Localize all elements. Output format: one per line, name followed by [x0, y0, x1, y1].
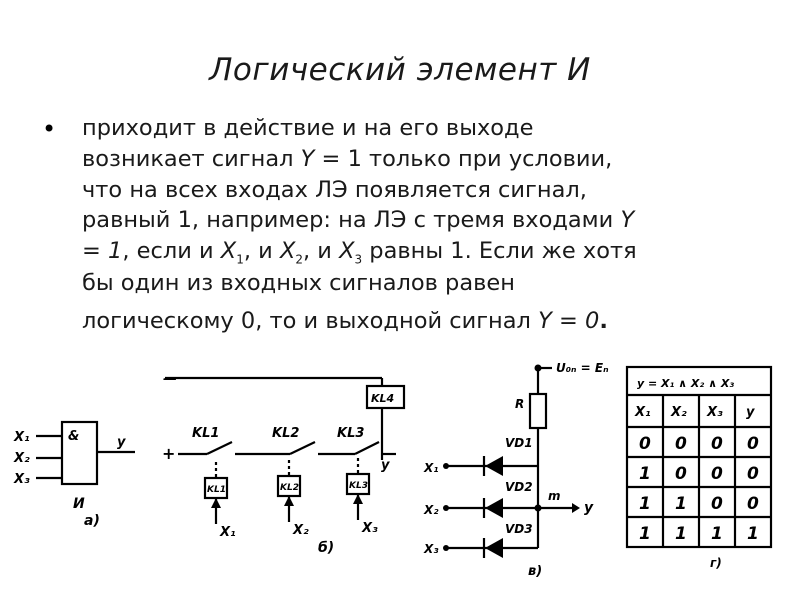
- paragraph-line-4: равный 1, например: на ЛЭ с тремя входам…: [82, 205, 782, 236]
- sub-2: 2: [295, 252, 303, 267]
- diode-label-vd2: VD2: [505, 480, 533, 494]
- paragraph-line-2: возникает сигнал Y = 1 только при услови…: [82, 144, 782, 175]
- table-cell: 0: [675, 464, 687, 484]
- diode-input-x1: X₁: [423, 461, 439, 475]
- th-x3: X₃: [706, 405, 723, 420]
- input-terminal-x3: [443, 545, 449, 551]
- caption-d: г): [710, 556, 722, 570]
- sub-1: 1: [236, 252, 244, 267]
- caption-c: в): [528, 564, 542, 579]
- var-y: Y: [620, 207, 635, 234]
- table-cell: 0: [711, 494, 723, 514]
- input-arrow-x3: [353, 494, 363, 504]
- resistor-r: [528, 392, 548, 430]
- caption-b: б): [318, 540, 334, 556]
- node-m: [534, 504, 542, 512]
- th-x1: X₁: [634, 405, 651, 420]
- relay-input-x1: X₁: [219, 525, 236, 540]
- var-x: X: [220, 238, 237, 265]
- diode-input-x3: X₃: [423, 542, 439, 556]
- slide-paragraph: приходит в действие и на его выходе возн…: [82, 113, 782, 337]
- paragraph-line-7: логическому 0, то и выходной сигнал Y = …: [82, 306, 782, 337]
- table-cell: 1: [675, 524, 687, 544]
- relay-input-x3: X₃: [361, 521, 378, 536]
- table-cell: 0: [711, 464, 723, 484]
- text-fragment: , и: [303, 238, 340, 265]
- table-cell: 0: [639, 434, 651, 454]
- table-cell: 0: [747, 494, 759, 514]
- diode-output-y: y: [584, 500, 594, 516]
- caption-a: а): [84, 513, 100, 529]
- eq-zero: = 0: [551, 308, 600, 334]
- text-fragment: , и: [243, 238, 280, 265]
- diode-vd1: [485, 456, 503, 476]
- gate-input-x2: X₂: [13, 451, 30, 466]
- text-fragment: равны 1. Если же хотя: [362, 238, 637, 265]
- diode-vd3: [485, 538, 503, 558]
- th-x2: X₂: [670, 405, 687, 420]
- contact-label-kl1: KL1: [192, 426, 219, 441]
- var-y: Y: [300, 145, 315, 172]
- text-fragment: равный 1, например: на ЛЭ с тремя входам…: [82, 207, 621, 234]
- gate-name: И: [73, 496, 85, 512]
- slide-title: Логический элемент И: [209, 52, 591, 88]
- diode-vd2: [485, 498, 503, 518]
- gate-symbol: &: [68, 429, 79, 444]
- gate-output-y: y: [117, 435, 126, 450]
- table-cell: 1: [639, 494, 651, 514]
- input-terminal-x2: [443, 505, 449, 511]
- contact-label-kl3: KL3: [337, 426, 364, 441]
- gate-input-x3: X₃: [13, 472, 30, 487]
- coil-label-kl2: KL2: [280, 483, 299, 493]
- table-cell: 0: [711, 434, 723, 454]
- input-arrow-x2: [284, 496, 294, 506]
- contact-label-kl2: KL2: [272, 426, 299, 441]
- output-arrow-c: [572, 503, 580, 513]
- text-fragment: возникает сигнал: [82, 145, 301, 172]
- bullet-marker: •: [42, 115, 57, 143]
- paragraph-line-6: бы один из входных сигналов равен: [82, 270, 515, 297]
- table-cell: 0: [747, 464, 759, 484]
- table-cell: 1: [639, 464, 651, 484]
- diode-input-x2: X₂: [423, 503, 439, 517]
- truth-table-formula: y = X₁ ∧ X₂ ∧ X₃: [637, 377, 734, 390]
- gate-input-x1: X₁: [13, 430, 30, 445]
- relay-output-y: y: [381, 458, 390, 473]
- text-fragment: = 1 только при условии,: [314, 145, 613, 172]
- text-fragment: , если и: [122, 238, 221, 265]
- relay-coil-kl4: [365, 384, 406, 410]
- eq-one: = 1: [82, 238, 123, 265]
- table-cell: 1: [747, 524, 759, 544]
- var-x: X: [279, 238, 296, 265]
- input-arrow-x1: [211, 498, 221, 508]
- coil-label-kl1: KL1: [207, 485, 226, 495]
- text-fragment: .: [599, 308, 608, 334]
- th-y: y: [746, 405, 755, 420]
- table-cell: 1: [711, 524, 723, 544]
- coil-label-kl3: KL3: [349, 481, 368, 491]
- table-cell: 0: [747, 434, 759, 454]
- paragraph-line-5: = 1, если и X1, и X2, и X3 равны 1. Если…: [82, 236, 782, 268]
- table-cell: 1: [675, 494, 687, 514]
- minus-terminal: —: [163, 371, 177, 387]
- resistor-label: R: [515, 397, 524, 411]
- coil-label-kl4: KL4: [371, 392, 394, 405]
- table-cell: 1: [639, 524, 651, 544]
- paragraph-line-3: что на всех входах ЛЭ появляется сигнал,: [82, 176, 587, 203]
- supply-node: [534, 364, 542, 372]
- var-y: Y: [538, 308, 552, 334]
- table-cell: 0: [675, 434, 687, 454]
- relay-input-x2: X₂: [292, 523, 309, 538]
- paragraph-line-1: приходит в действие и на его выходе: [82, 115, 534, 141]
- plus-terminal: +: [162, 444, 175, 463]
- input-terminal-x1: [443, 463, 449, 469]
- node-label-m: m: [548, 489, 561, 503]
- var-x: X: [339, 238, 355, 265]
- text-fragment: логическому 0, то и выходной сигнал: [82, 308, 539, 334]
- sub-3: 3: [354, 252, 363, 267]
- diode-label-vd3: VD3: [505, 522, 533, 536]
- supply-label: U₀ₙ = Eₙ: [556, 361, 609, 375]
- diode-label-vd1: VD1: [505, 436, 533, 450]
